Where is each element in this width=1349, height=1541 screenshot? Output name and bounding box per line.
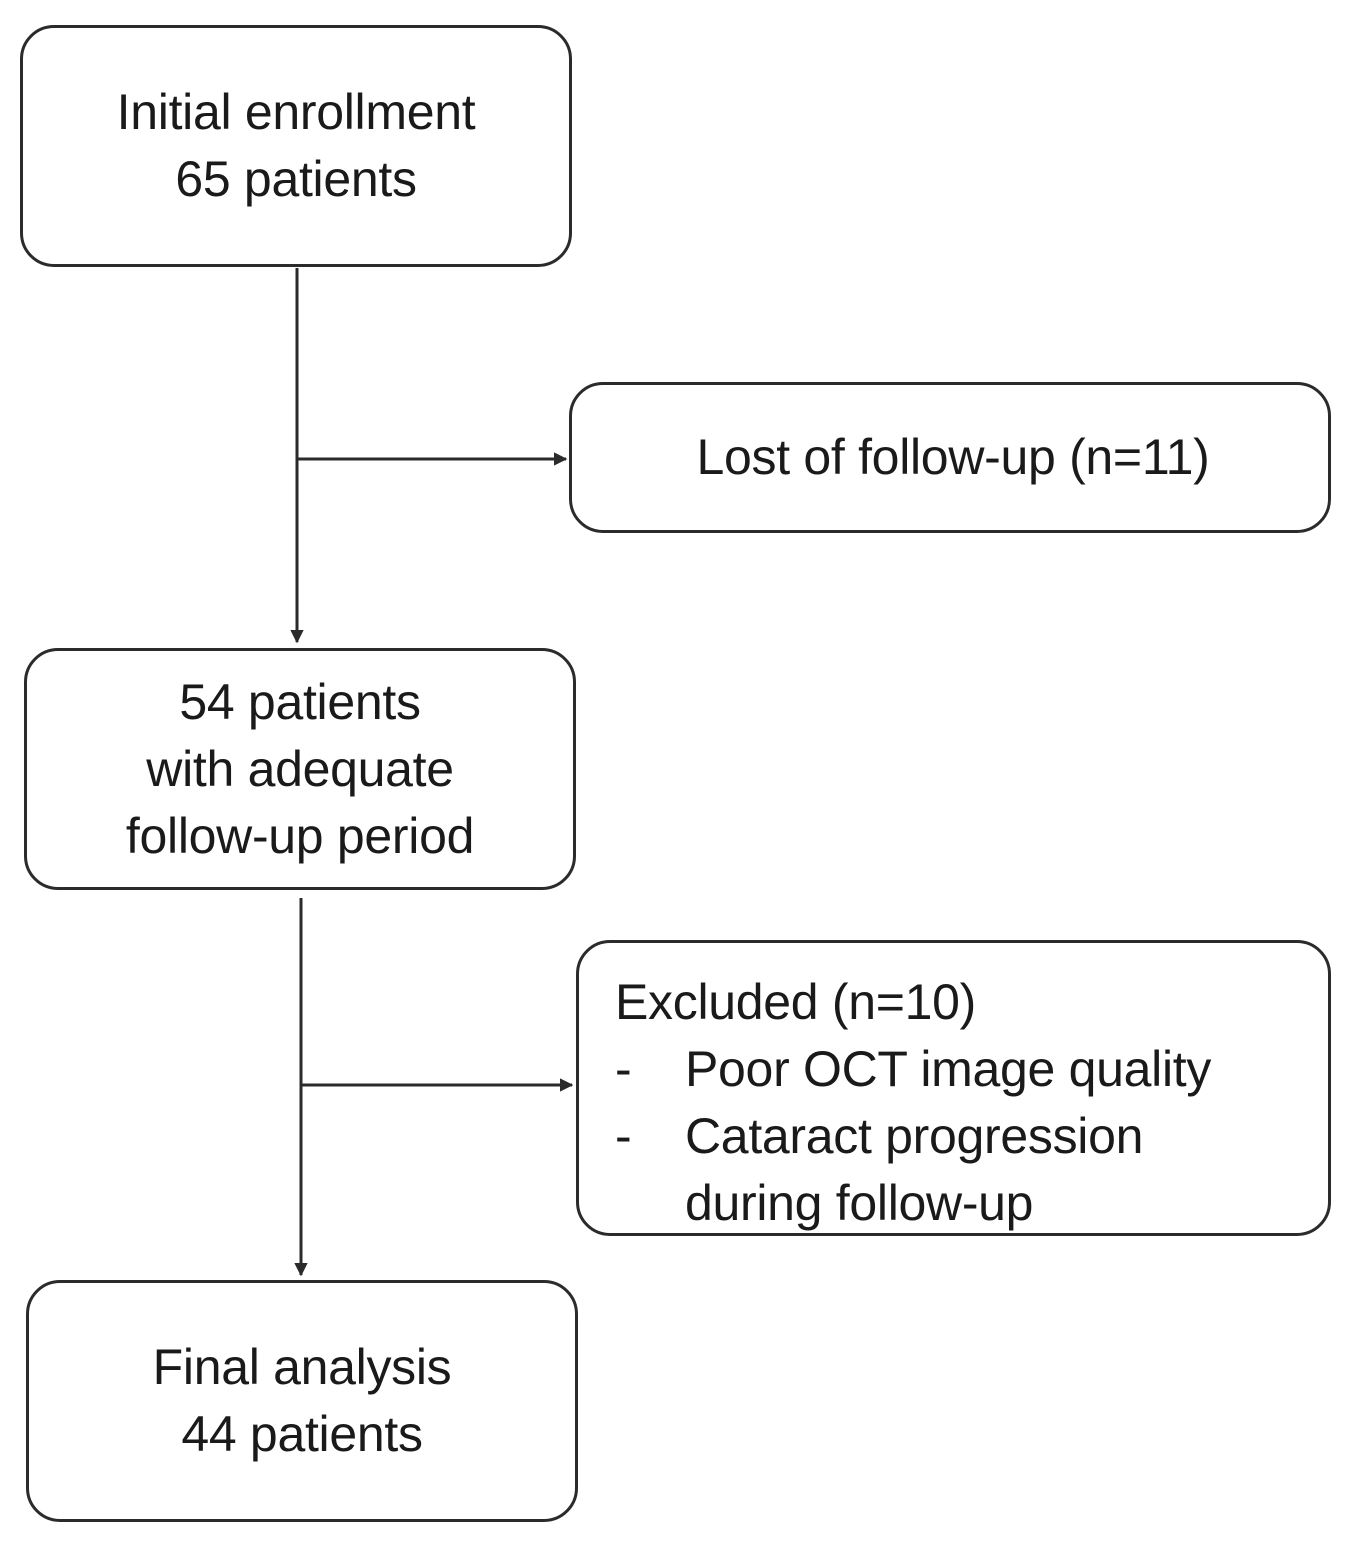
excluded-reason-bullet: -: [615, 1041, 632, 1097]
excluded-title: Excluded (n=10): [615, 974, 977, 1030]
excluded-box: Excluded (n=10) - Poor OCT image quality…: [576, 940, 1331, 1236]
initial-enrollment-count: 65 patients: [175, 151, 417, 207]
adequate-followup-box: 54 patients with adequate follow-up peri…: [24, 648, 576, 890]
excluded-reason-text: Cataract progression: [685, 1108, 1144, 1164]
initial-enrollment-label: Initial enrollment: [116, 84, 476, 140]
final-analysis-count: 44 patients: [181, 1406, 423, 1462]
excluded-reason-item: - Poor OCT image quality: [615, 1036, 1328, 1103]
final-analysis-label: Final analysis: [152, 1339, 452, 1395]
adequate-followup-label-1: with adequate: [146, 740, 454, 797]
excluded-reason-text: during follow-up: [685, 1175, 1034, 1231]
lost-followup-label: Lost of follow-up (n=11): [696, 429, 1210, 485]
excluded-reason-text: Poor OCT image quality: [685, 1041, 1212, 1097]
excluded-reason-bullet: -: [615, 1108, 632, 1164]
adequate-followup-label-2: follow-up period: [125, 807, 475, 864]
initial-enrollment-box: Initial enrollment 65 patients: [20, 25, 572, 267]
excluded-reason-item: - Cataract progression during follow-up: [615, 1103, 1328, 1237]
lost-followup-box: Lost of follow-up (n=11): [569, 382, 1331, 533]
final-analysis-box: Final analysis 44 patients: [26, 1280, 578, 1522]
adequate-followup-count: 54 patients: [179, 673, 421, 730]
